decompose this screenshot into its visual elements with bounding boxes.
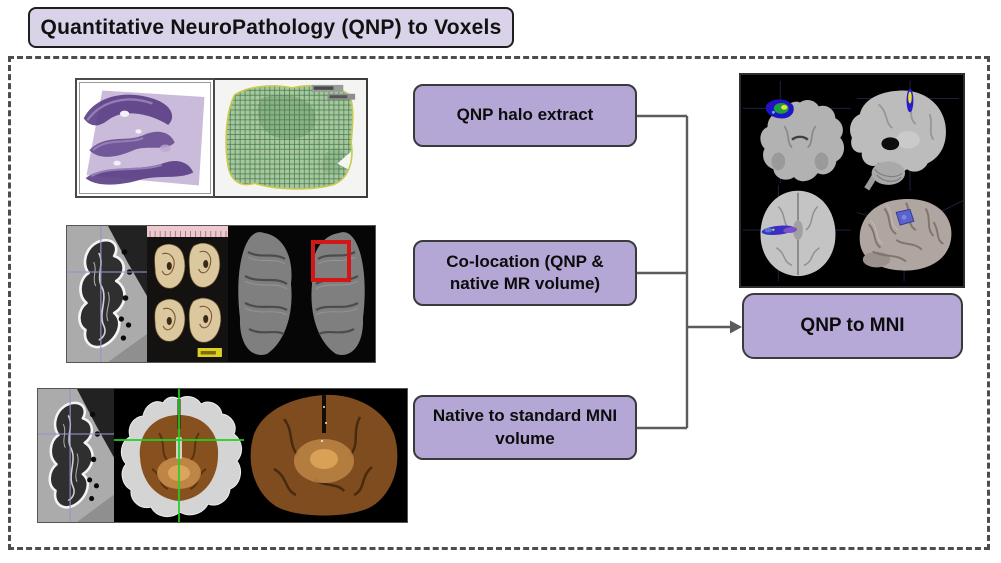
normalization-image-strip: [37, 388, 408, 523]
red-roi-box: [311, 240, 351, 282]
native-render-roi-image: [228, 226, 375, 362]
green-crosshair: [114, 389, 244, 522]
flow-output-label: QNP to MNI: [800, 315, 905, 336]
mr-slab-crosshair-image: [67, 226, 147, 362]
activation-patch-3d: [895, 208, 915, 226]
mni-result-panel: [739, 73, 965, 288]
colocation-image-strip: [66, 225, 376, 363]
stained-histology-slide-frame: [75, 78, 215, 198]
activation-blob-coronal: [765, 99, 794, 119]
flow-step-label: QNP halo extract: [456, 105, 594, 125]
dashed-frame: [8, 56, 990, 550]
flow-step-co-location: Co-location (QNP & native MR volume): [413, 240, 637, 306]
mr-slab-crosshair-image-2: [38, 389, 114, 522]
histology-image-pair: [75, 78, 368, 198]
flow-step-label: Native to standard MNI volume: [432, 406, 618, 448]
figure-title-box: Quantitative NeuroPathology (QNP) to Vox…: [28, 7, 514, 48]
brain-slices-photo-image: [147, 226, 228, 362]
gridded-section-frame: [215, 78, 368, 198]
flow-output-qnp-to-mni: QNP to MNI: [742, 293, 963, 359]
coronal-overlay-crosshair-image: [114, 389, 244, 522]
activation-streak-sagittal: [906, 88, 914, 113]
figure-title: Quantitative NeuroPathology (QNP) to Vox…: [40, 15, 502, 39]
activation-streak-axial: [761, 225, 798, 235]
flow-step-qnp-halo-extract: QNP halo extract: [413, 84, 637, 147]
flow-step-label: Co-location (QNP & native MR volume): [446, 251, 604, 293]
purple-histology-slide-image: [79, 82, 211, 194]
ruler-ticks: [149, 231, 227, 237]
flow-step-native-to-mni: Native to standard MNI volume: [413, 395, 637, 460]
mni-quad-view-image: [741, 75, 963, 286]
green-grid-section-image: [215, 80, 366, 196]
mni-template-coronal-image: [244, 389, 407, 522]
